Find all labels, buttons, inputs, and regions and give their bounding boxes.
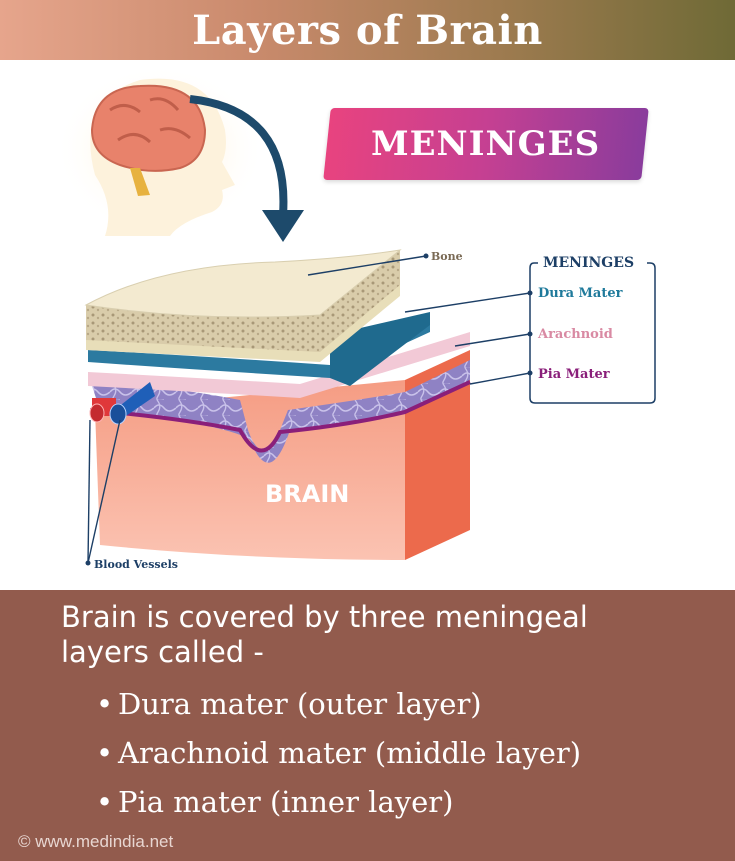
list-item-text: Pia mater (inner layer) [118,785,454,819]
list-item-text: Arachnoid mater (middle layer) [118,736,582,770]
brain-layers-diagram: BRAIN Bone MENINGES Dura Mater Arachnoid… [55,65,656,571]
pointer-arrow [189,95,288,216]
list-item: •Pia mater (inner layer) [96,785,454,819]
pia-mater-label: Pia Mater [538,367,610,382]
dura-mater-label: Dura Mater [538,286,623,301]
meninges-bracket [529,262,656,404]
intro-text: Brain is covered by three meningeal laye… [61,600,588,669]
head-illustration [55,65,265,236]
arachnoid-label: Arachnoid [537,327,613,342]
meninges-group-label: MENINGES [543,255,634,271]
brain-block: BRAIN [84,249,471,560]
brain-label: BRAIN [265,480,349,508]
layer-list: •Dura mater (outer layer) •Arachnoid mat… [96,686,581,833]
header-bar: Layers of Brain [0,0,735,60]
list-item: •Arachnoid mater (middle layer) [96,736,582,770]
list-item-text: Dura mater (outer layer) [118,687,482,721]
info-panel [0,590,735,861]
leader-lines [87,255,531,564]
bone-label: Bone [431,250,463,263]
page-title: Layers of Brain [192,6,543,54]
blood-vessels-label: Blood Vessels [94,558,178,571]
copyright-text: © www.medindia.net [18,832,174,851]
list-item: •Dura mater (outer layer) [96,687,482,721]
